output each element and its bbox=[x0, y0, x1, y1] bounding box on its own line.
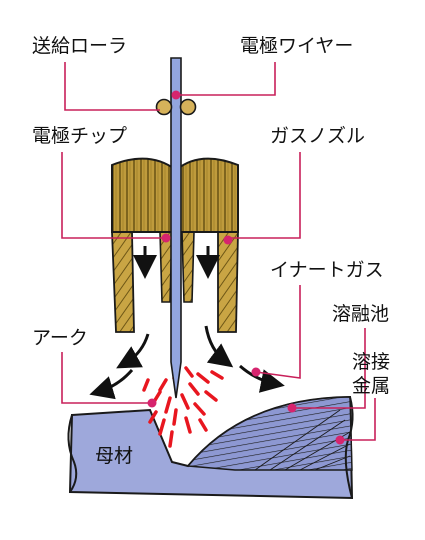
arc-ray bbox=[148, 410, 158, 424]
label-weld-metal-1: 溶接 bbox=[352, 351, 390, 373]
gas-exit-arrow-right-2 bbox=[239, 364, 285, 393]
base-metal bbox=[67, 395, 354, 500]
leader-gas-nozzle bbox=[226, 152, 301, 239]
leader-feed-roller bbox=[64, 62, 160, 111]
gas-exit-arrow-left-2 bbox=[89, 369, 134, 400]
feed-roller-right bbox=[179, 98, 197, 116]
arc-ray bbox=[180, 393, 190, 410]
dot-arc bbox=[147, 398, 157, 408]
feed-rollers bbox=[155, 98, 197, 116]
leader-arc bbox=[61, 352, 152, 404]
gas-flow-arrows bbox=[133, 246, 220, 279]
label-gas-nozzle: ガスノズル bbox=[270, 125, 365, 147]
leader-electrode-wire bbox=[178, 62, 276, 96]
leader-contact-tip bbox=[61, 152, 164, 239]
feed-roller-left bbox=[155, 98, 173, 116]
dot-contact-tip bbox=[161, 233, 171, 243]
contact-tip-legs bbox=[159, 231, 195, 303]
dot-molten-pool bbox=[287, 403, 297, 413]
arc-ray bbox=[172, 408, 178, 426]
arc-ray bbox=[164, 396, 172, 414]
arc-ray bbox=[158, 378, 168, 392]
inert-gas-exit-arrows bbox=[89, 325, 285, 400]
leader-inert-gas bbox=[255, 285, 301, 379]
leader-lines bbox=[61, 62, 376, 441]
dot-weld-metal bbox=[335, 435, 345, 445]
arc-ray bbox=[142, 378, 150, 392]
arc-ray bbox=[168, 430, 174, 448]
arc-ray bbox=[196, 372, 210, 384]
gas-exit-arrow-left-1 bbox=[116, 333, 150, 369]
label-arc: アーク bbox=[32, 327, 88, 349]
electrode-wire bbox=[170, 57, 182, 399]
arc-ray bbox=[184, 366, 194, 378]
arc-ray bbox=[158, 418, 166, 436]
gas-exit-arrow-right-1 bbox=[204, 325, 234, 368]
arc-ray bbox=[204, 390, 218, 402]
arc-ray bbox=[188, 382, 200, 396]
label-contact-tip: 電極チップ bbox=[32, 125, 127, 147]
arc-ray bbox=[184, 416, 192, 434]
dot-electrode-wire bbox=[171, 90, 181, 100]
label-feed-roller: 送給ローラ bbox=[32, 35, 127, 57]
label-inert-gas: イナートガス bbox=[270, 259, 384, 281]
label-base-metal: 母材 bbox=[95, 445, 133, 467]
arc-ray bbox=[198, 418, 208, 432]
label-weld-metal-2: 金属 bbox=[352, 375, 390, 397]
leader-dots bbox=[147, 90, 345, 445]
leader-weld-metal bbox=[342, 398, 376, 441]
gas-nozzle-lower bbox=[111, 231, 239, 333]
labels: 送給ローラ 電極ワイヤー 電極チップ ガスノズル イナートガス 溶融池 アーク … bbox=[32, 35, 390, 467]
arc-ray bbox=[193, 402, 206, 416]
label-molten-pool: 溶融池 bbox=[332, 303, 389, 325]
leader-molten-pool bbox=[294, 328, 366, 409]
dot-inert-gas bbox=[251, 367, 261, 377]
weld-metal-texture bbox=[254, 409, 351, 471]
arc-ray bbox=[210, 370, 224, 380]
label-electrode-wire: 電極ワイヤー bbox=[240, 35, 353, 57]
dot-gas-nozzle bbox=[223, 235, 233, 245]
